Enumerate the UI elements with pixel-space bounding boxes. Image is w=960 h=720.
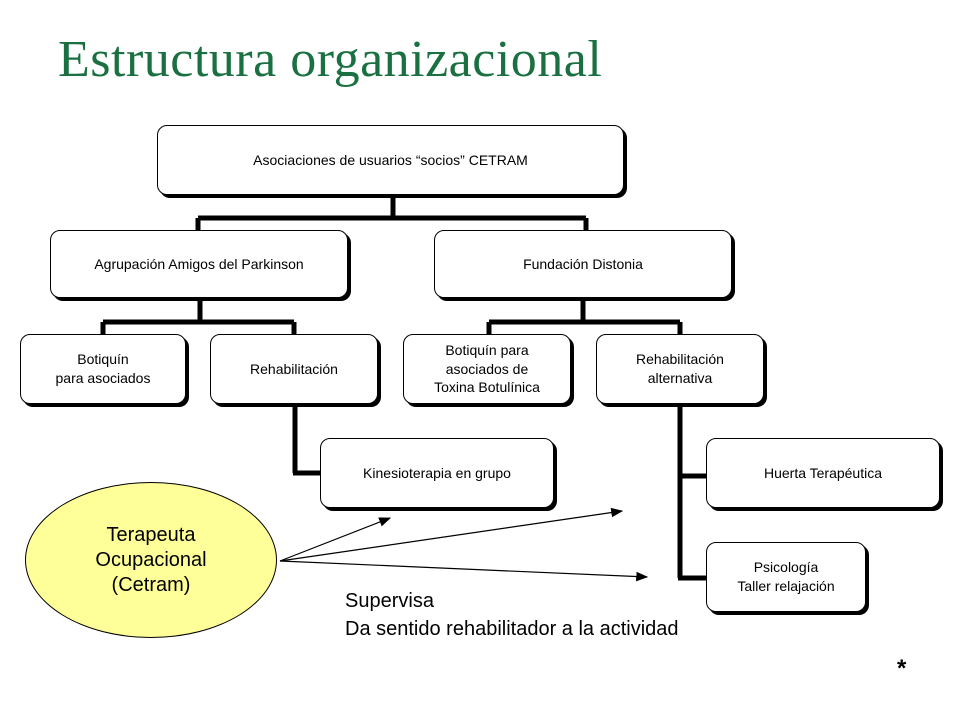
terapeuta-ellipse: Terapeuta Ocupacional (Cetram) [25,482,277,638]
note-supervisa: Supervisa [345,590,434,612]
node-label: Rehabilitación alternativa [636,351,724,386]
node-rehabilitacion: Rehabilitación [210,334,378,404]
node-label: Rehabilitación [250,360,338,377]
ellipse-line: (Cetram) [111,573,191,596]
node-label: Botiquín para asociados [55,351,151,386]
node-root: Asociaciones de usuarios “socios” CETRAM [157,125,624,195]
node-psicologia: Psicología Taller relajación [706,542,866,612]
node-label: Fundación Distonia [523,255,643,272]
footer-mark: * [897,655,907,682]
ellipse-line: Terapeuta [106,523,196,546]
node-label: Huerta Terapéutica [763,464,883,481]
ellipse-line: Ocupacional [95,548,207,571]
node-botiquin-toxina: Botiquín para asociados de Toxina Botulí… [403,334,571,404]
node-label: Psicología Taller relajación [737,559,835,594]
node-rehab-alternativa: Rehabilitación alternativa [596,334,764,404]
node-label: Kinesioterapia en grupo [363,464,511,481]
node-botiquin-asociados: Botiquín para asociados [20,334,186,404]
node-label: Agrupación Amigos del Parkinson [94,255,304,272]
page-title: Estructura organizacional [58,31,603,88]
node-label: Botiquín para asociados de Toxina Botulí… [434,341,540,396]
node-parkinson: Agrupación Amigos del Parkinson [50,230,348,298]
node-label: Asociaciones de usuarios “socios” CETRAM [253,151,528,168]
node-distonia: Fundación Distonia [434,230,732,298]
note-sentido: Da sentido rehabilitador a la actividad [345,618,679,640]
node-huerta: Huerta Terapéutica [706,438,940,508]
node-kinesioterapia: Kinesioterapia en grupo [320,438,554,508]
